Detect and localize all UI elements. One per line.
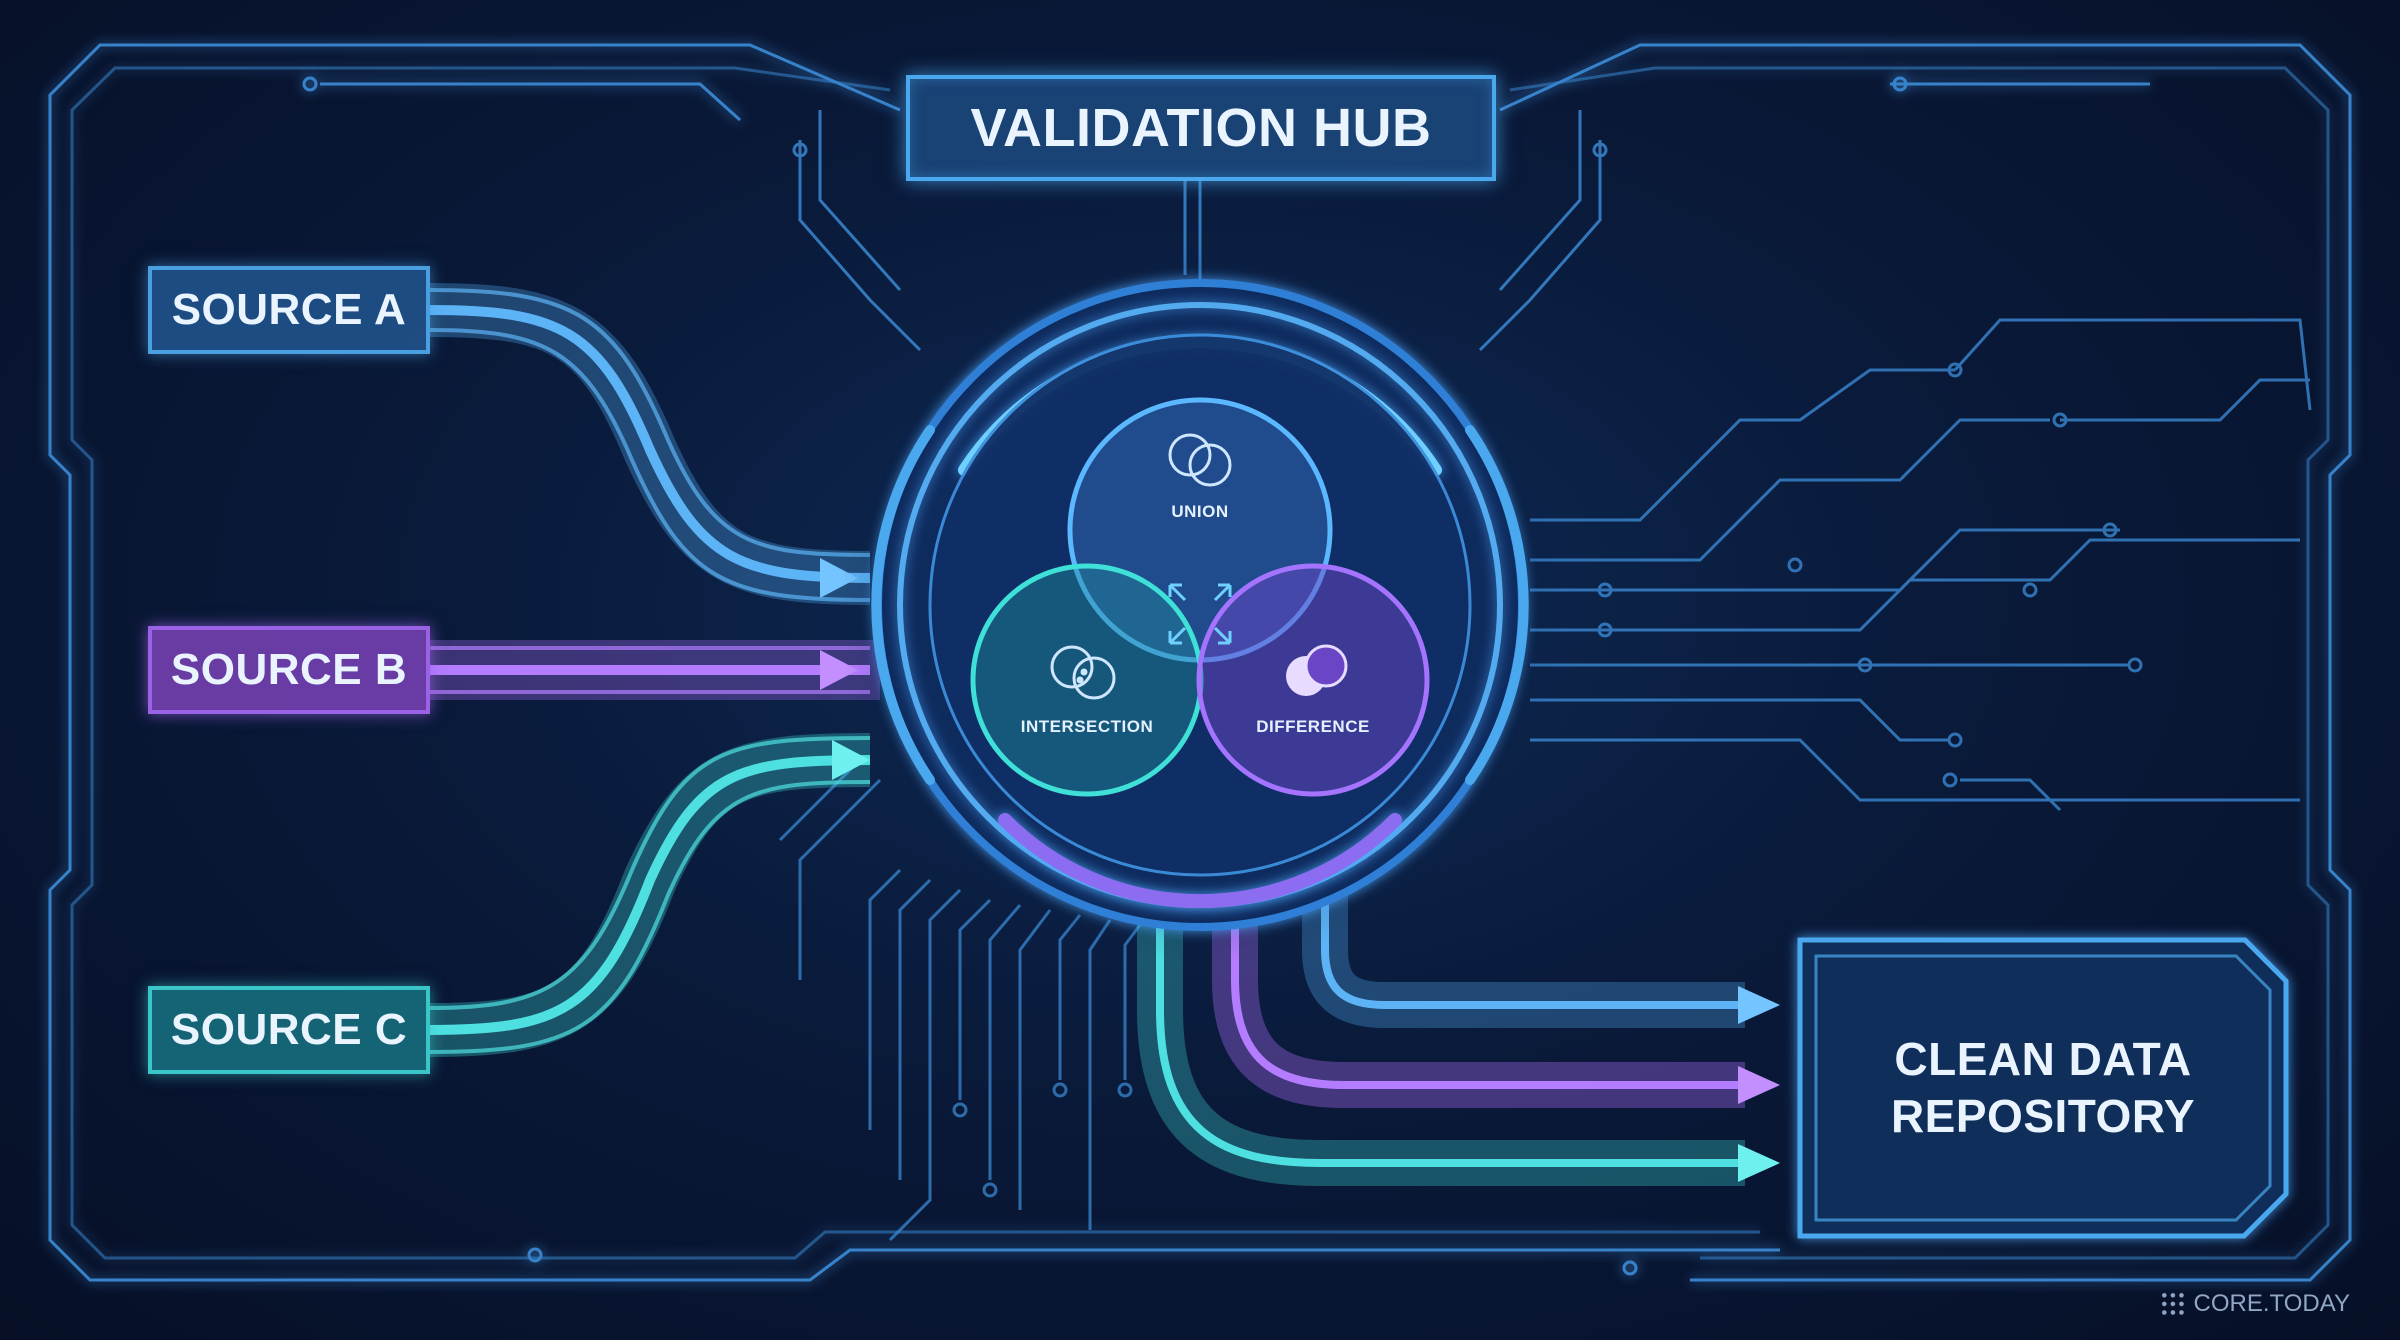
output-stream-purple (1212, 910, 1780, 1108)
circuit-frame (48, 43, 2352, 1282)
repository-frame (1797, 937, 2289, 1239)
expand-arrows-icon (1168, 583, 1232, 645)
output-stream-teal (1137, 920, 1780, 1186)
venn-label-union: UNION (1171, 502, 1228, 521)
venn-diagram: UNION INTERSECTION DIFFERENCE (970, 397, 1430, 797)
watermark-text: CORE.TODAY (2193, 1290, 2350, 1317)
difference-icon (1286, 644, 1348, 696)
source-a-stream (429, 283, 871, 605)
intersection-icon (1050, 645, 1116, 700)
clean-data-repository: CLEAN DATA REPOSITORY (1800, 940, 2286, 1236)
source-b-box: SOURCE B (148, 626, 430, 714)
repository-label-line1: CLEAN DATA (1894, 1032, 2192, 1085)
validation-hub-title: VALIDATION HUB (906, 75, 1496, 181)
source-c-stream (429, 733, 871, 1057)
source-c-box: SOURCE C (148, 986, 430, 1074)
brand-logo-icon (2159, 1291, 2186, 1317)
union-icon (1168, 433, 1232, 487)
repository-label-line2: REPOSITORY (1890, 1090, 2196, 1142)
circuit-traces-right (1530, 318, 2312, 812)
source-b-stream (430, 640, 880, 700)
output-stream-blue (1302, 880, 1780, 1028)
circuit-traces-top (792, 110, 1608, 352)
venn-label-difference: DIFFERENCE (1256, 717, 1370, 736)
venn-label-intersection: INTERSECTION (1021, 717, 1154, 736)
watermark: CORE.TODAY (2159, 1290, 2350, 1318)
source-a-box: SOURCE A (148, 266, 430, 354)
